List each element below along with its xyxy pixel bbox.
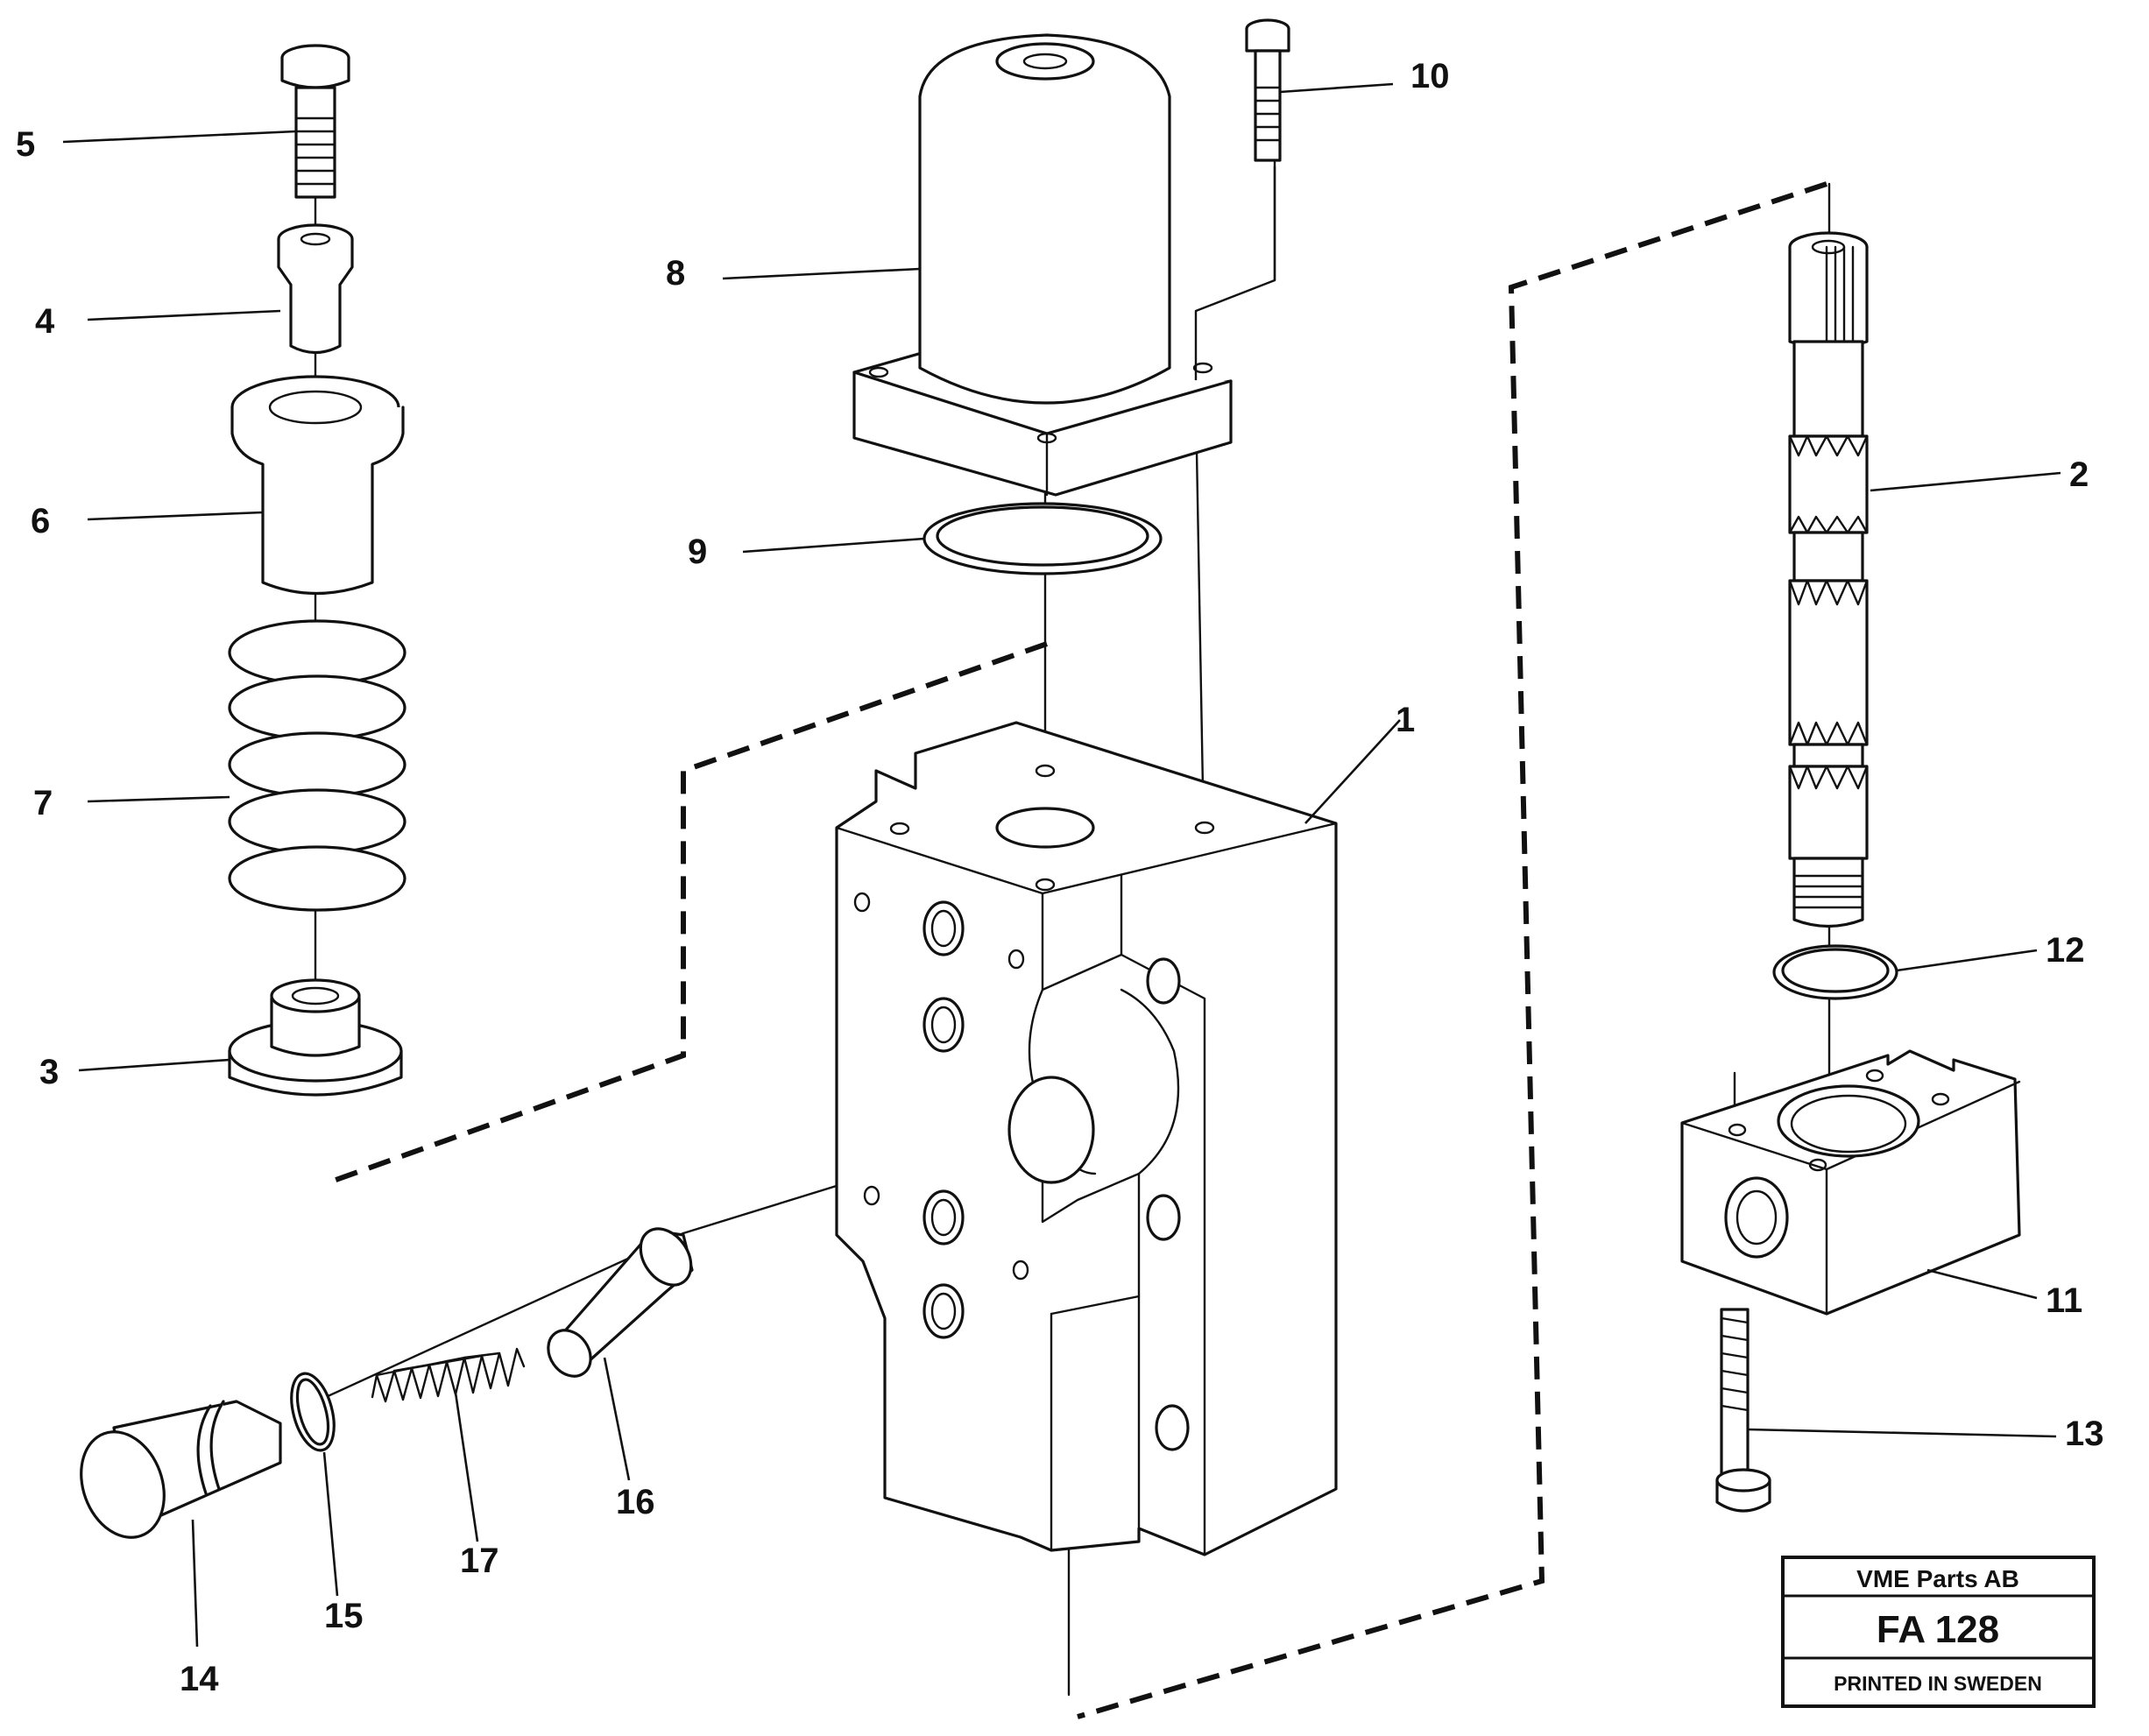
callout-10: 10: [1410, 57, 1450, 95]
stamp-printed: PRINTED IN SWEDEN: [1834, 1672, 2042, 1695]
stamp-code: FA 128: [1877, 1608, 1999, 1651]
part-14-plug: [80, 1400, 282, 1539]
callout-2: 2: [2069, 455, 2089, 494]
stamp-company: VME Parts AB: [1856, 1565, 2019, 1592]
leader-lines: [62, 82, 2061, 1648]
part-11-flange: [1680, 1049, 2021, 1316]
part-6-sleeve: [230, 375, 405, 596]
part-17-spring: [371, 1347, 526, 1403]
part-9-oring: [923, 502, 1163, 575]
part-7-spring: [228, 619, 406, 912]
part-12-oring: [1772, 944, 1898, 1000]
part-15-oring: [290, 1372, 336, 1452]
callout-16: 16: [616, 1483, 655, 1521]
callout-8: 8: [666, 254, 685, 293]
callout-7: 7: [33, 784, 53, 822]
part-2-spool: [1788, 231, 1869, 928]
title-stamp: VME Parts AB FA 128 PRINTED IN SWEDEN: [1781, 1556, 2096, 1708]
part-8-cover: [852, 33, 1233, 497]
callout-labels: 1 2 3 4 5 6 7 8 9 10 11 12 13 14 15 16 1…: [16, 57, 2104, 1698]
part-16-sleeve: [547, 1227, 694, 1378]
callout-12: 12: [2046, 931, 2085, 970]
callout-1: 1: [1396, 701, 1415, 739]
callout-9: 9: [688, 533, 707, 571]
callout-15: 15: [324, 1597, 364, 1635]
part-3-cup: [228, 978, 403, 1097]
callout-3: 3: [39, 1053, 59, 1091]
part-4-pin: [277, 223, 354, 355]
part-10-screw: [1245, 18, 1290, 162]
callout-4: 4: [35, 302, 55, 341]
part-13-screw: [1715, 1308, 1771, 1513]
callout-11: 11: [2046, 1281, 2082, 1320]
callout-5: 5: [16, 125, 35, 164]
callout-14: 14: [180, 1660, 219, 1698]
callout-6: 6: [31, 502, 50, 540]
assembly-dashed-lines: [327, 181, 1827, 1719]
callout-17: 17: [460, 1542, 499, 1580]
part-1-valve-body: [835, 721, 1338, 1556]
part-5-screw: [280, 44, 350, 199]
callout-13: 13: [2065, 1415, 2104, 1453]
